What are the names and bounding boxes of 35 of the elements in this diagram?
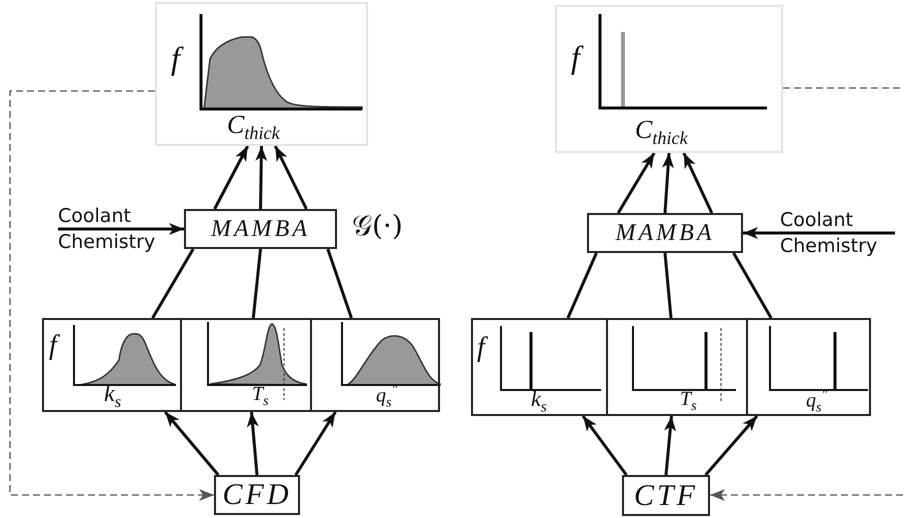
arrow xyxy=(682,152,714,214)
input-label: Coolant Chemistry xyxy=(780,207,895,259)
x-axis-label: T$_{s}$ xyxy=(680,389,697,414)
dashed-arrow xyxy=(710,489,903,501)
arrow xyxy=(164,411,220,476)
connector-line xyxy=(252,248,262,318)
arrow xyxy=(274,145,308,210)
x-axis-label: T$_{s}$ xyxy=(252,384,269,409)
process-box: CFD xyxy=(214,475,300,515)
process-box: MAMBA xyxy=(184,209,337,249)
process-box: MAMBA xyxy=(587,213,743,253)
arrow xyxy=(704,415,758,476)
arrow xyxy=(213,145,250,210)
arrow xyxy=(246,412,259,476)
connector-line xyxy=(732,252,772,319)
arrow xyxy=(294,411,337,476)
arrow xyxy=(582,415,628,476)
x-axis-label: C$_{thick}$ xyxy=(635,117,688,148)
connector-line xyxy=(151,248,194,319)
arrow xyxy=(58,223,184,235)
dashed-line xyxy=(783,87,903,89)
arrow xyxy=(616,152,656,214)
arrow xyxy=(255,146,268,210)
x-axis-label: k$_{s}$ xyxy=(531,388,547,415)
connector-line xyxy=(664,252,672,318)
arrow xyxy=(743,227,895,239)
process-box: CTF xyxy=(622,475,710,516)
x-axis-label: C$_{thick}$ xyxy=(227,112,280,142)
input-label: Coolant Chemistry xyxy=(58,203,158,255)
connector-line xyxy=(566,252,598,319)
operator-label: 𝒢(·) xyxy=(352,212,403,240)
arrow xyxy=(662,152,674,214)
dashed-arrow xyxy=(9,90,214,501)
arrow xyxy=(664,416,676,476)
connector-line xyxy=(326,248,353,318)
